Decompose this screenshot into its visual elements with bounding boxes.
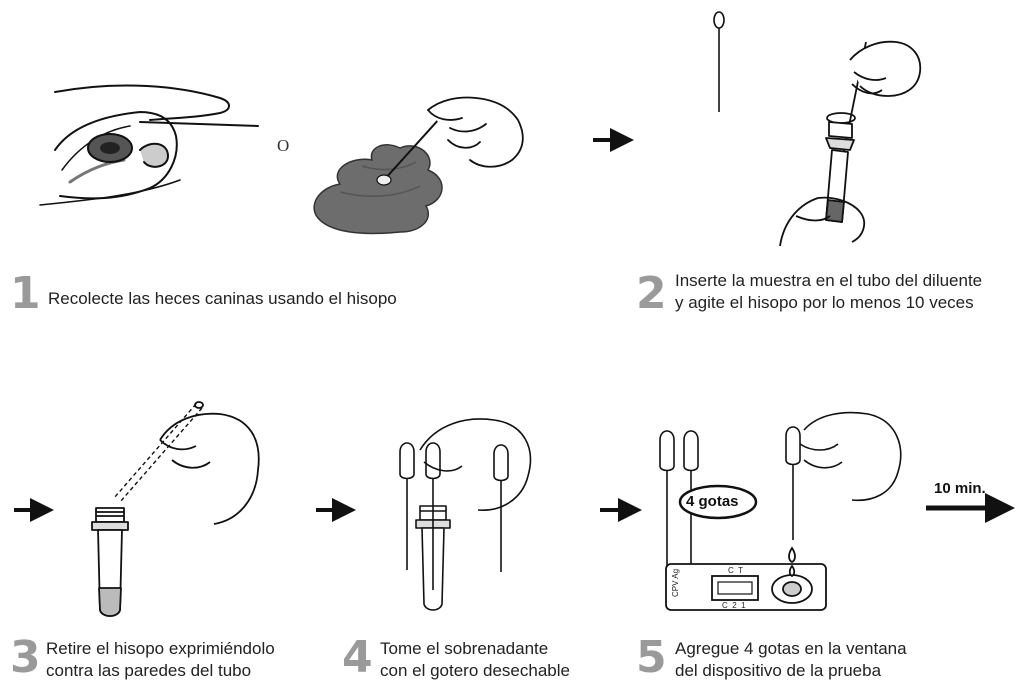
hand-holding-swab: [428, 98, 523, 167]
step-4-line-2: con el gotero desechable: [380, 660, 570, 682]
step-number-2: 2: [636, 272, 667, 316]
step-1-line-1: Recolecte las heces caninas usando el hi…: [48, 288, 397, 310]
step-number-4: 4: [342, 636, 373, 680]
step-number-1: 1: [10, 272, 41, 316]
step-text-4: Tome el sobrenadante con el gotero desec…: [380, 638, 570, 682]
step-4-line-1: Tome el sobrenadante: [380, 638, 570, 660]
step-3-line-1: Retire el hisopo exprimiéndolo: [46, 638, 275, 660]
step-text-3: Retire el hisopo exprimiéndolo contra la…: [46, 638, 275, 682]
step-number-3: 3: [10, 636, 41, 680]
device-marks-top: C T: [728, 566, 743, 575]
step-2-line-2: y agite el hisopo por lo menos 10 veces: [675, 292, 982, 314]
step-text-5: Agregue 4 gotas en la ventana del dispos…: [675, 638, 907, 682]
tube-swab-removal: [92, 402, 259, 616]
dog-rear-illustration: [40, 85, 258, 205]
stool-sample-illustration: [314, 118, 442, 233]
step-text-2: Inserte la muestra en el tubo del diluen…: [675, 270, 982, 314]
step-number-5: 5: [636, 636, 667, 680]
device-brand: CPV Ag: [671, 569, 680, 597]
step-5-line-1: Agregue 4 gotas en la ventana: [675, 638, 907, 660]
step-5-line-2: del dispositivo de la prueba: [675, 660, 907, 682]
or-label: O: [277, 136, 289, 156]
step-3-line-2: contra las paredes del tubo: [46, 660, 275, 682]
test-cassette: [666, 548, 826, 610]
diluent-tube-shaking: [780, 42, 920, 246]
droppers-and-tube: [400, 419, 530, 610]
drops-label: 4 gotas: [686, 493, 739, 510]
step-2-line-1: Inserte la muestra en el tubo del diluen…: [675, 270, 982, 292]
step-text-1: Recolecte las heces caninas usando el hi…: [48, 288, 397, 310]
standalone-swab: [714, 12, 724, 112]
hand-with-dropper: [786, 413, 901, 540]
device-marks-bottom: C 2 1: [722, 601, 746, 610]
time-label: 10 min.: [934, 480, 986, 497]
